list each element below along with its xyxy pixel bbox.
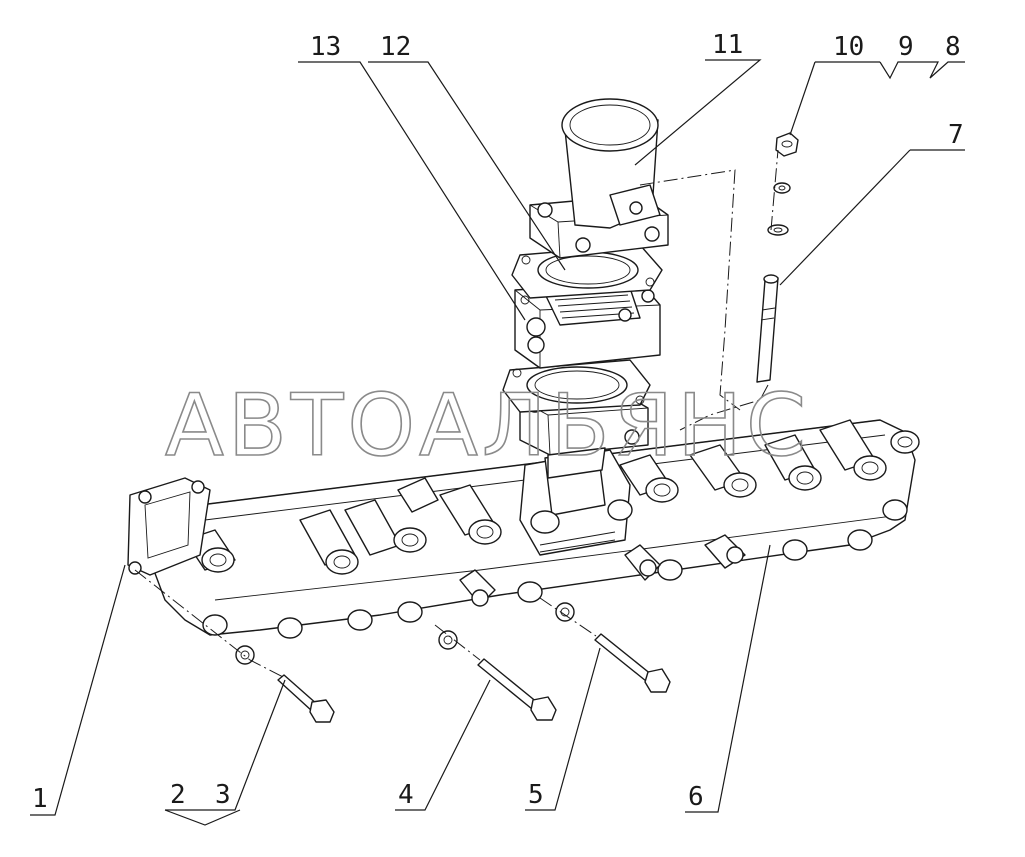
exhaust-manifold	[127, 419, 920, 639]
callout-3: 3	[215, 780, 231, 810]
callout-5: 5	[528, 780, 544, 810]
callout-9: 9	[898, 32, 914, 62]
elbow-pipe	[529, 98, 669, 259]
stud-assembly	[756, 132, 799, 383]
callout-12: 12	[380, 32, 411, 62]
callout-11: 11	[712, 30, 743, 60]
callout-labels: 1 2 3 4 5 6 7 8 9 10 11 12 13	[32, 30, 964, 814]
callout-2: 2	[170, 780, 186, 810]
assembly-axis-lines	[134, 149, 779, 679]
bolts-and-washers	[235, 602, 671, 723]
lifting-lugs	[459, 534, 746, 607]
leader-lines	[30, 59, 965, 826]
port-bosses	[184, 419, 920, 575]
callout-13: 13	[310, 32, 341, 62]
callout-6: 6	[688, 782, 704, 812]
callout-4: 4	[398, 780, 414, 810]
callout-10: 10	[833, 32, 864, 62]
callout-7: 7	[948, 120, 964, 150]
manifold-outlet-flange	[519, 449, 633, 556]
bottom-bolt-bosses	[202, 499, 908, 639]
callout-1: 1	[32, 784, 48, 814]
lower-gasket	[502, 359, 651, 413]
watermark-text: АВТОАЛЬЯНС	[165, 376, 810, 476]
callout-8: 8	[945, 32, 961, 62]
exhaust-brake-valve	[514, 281, 661, 369]
end-flange	[127, 477, 211, 576]
